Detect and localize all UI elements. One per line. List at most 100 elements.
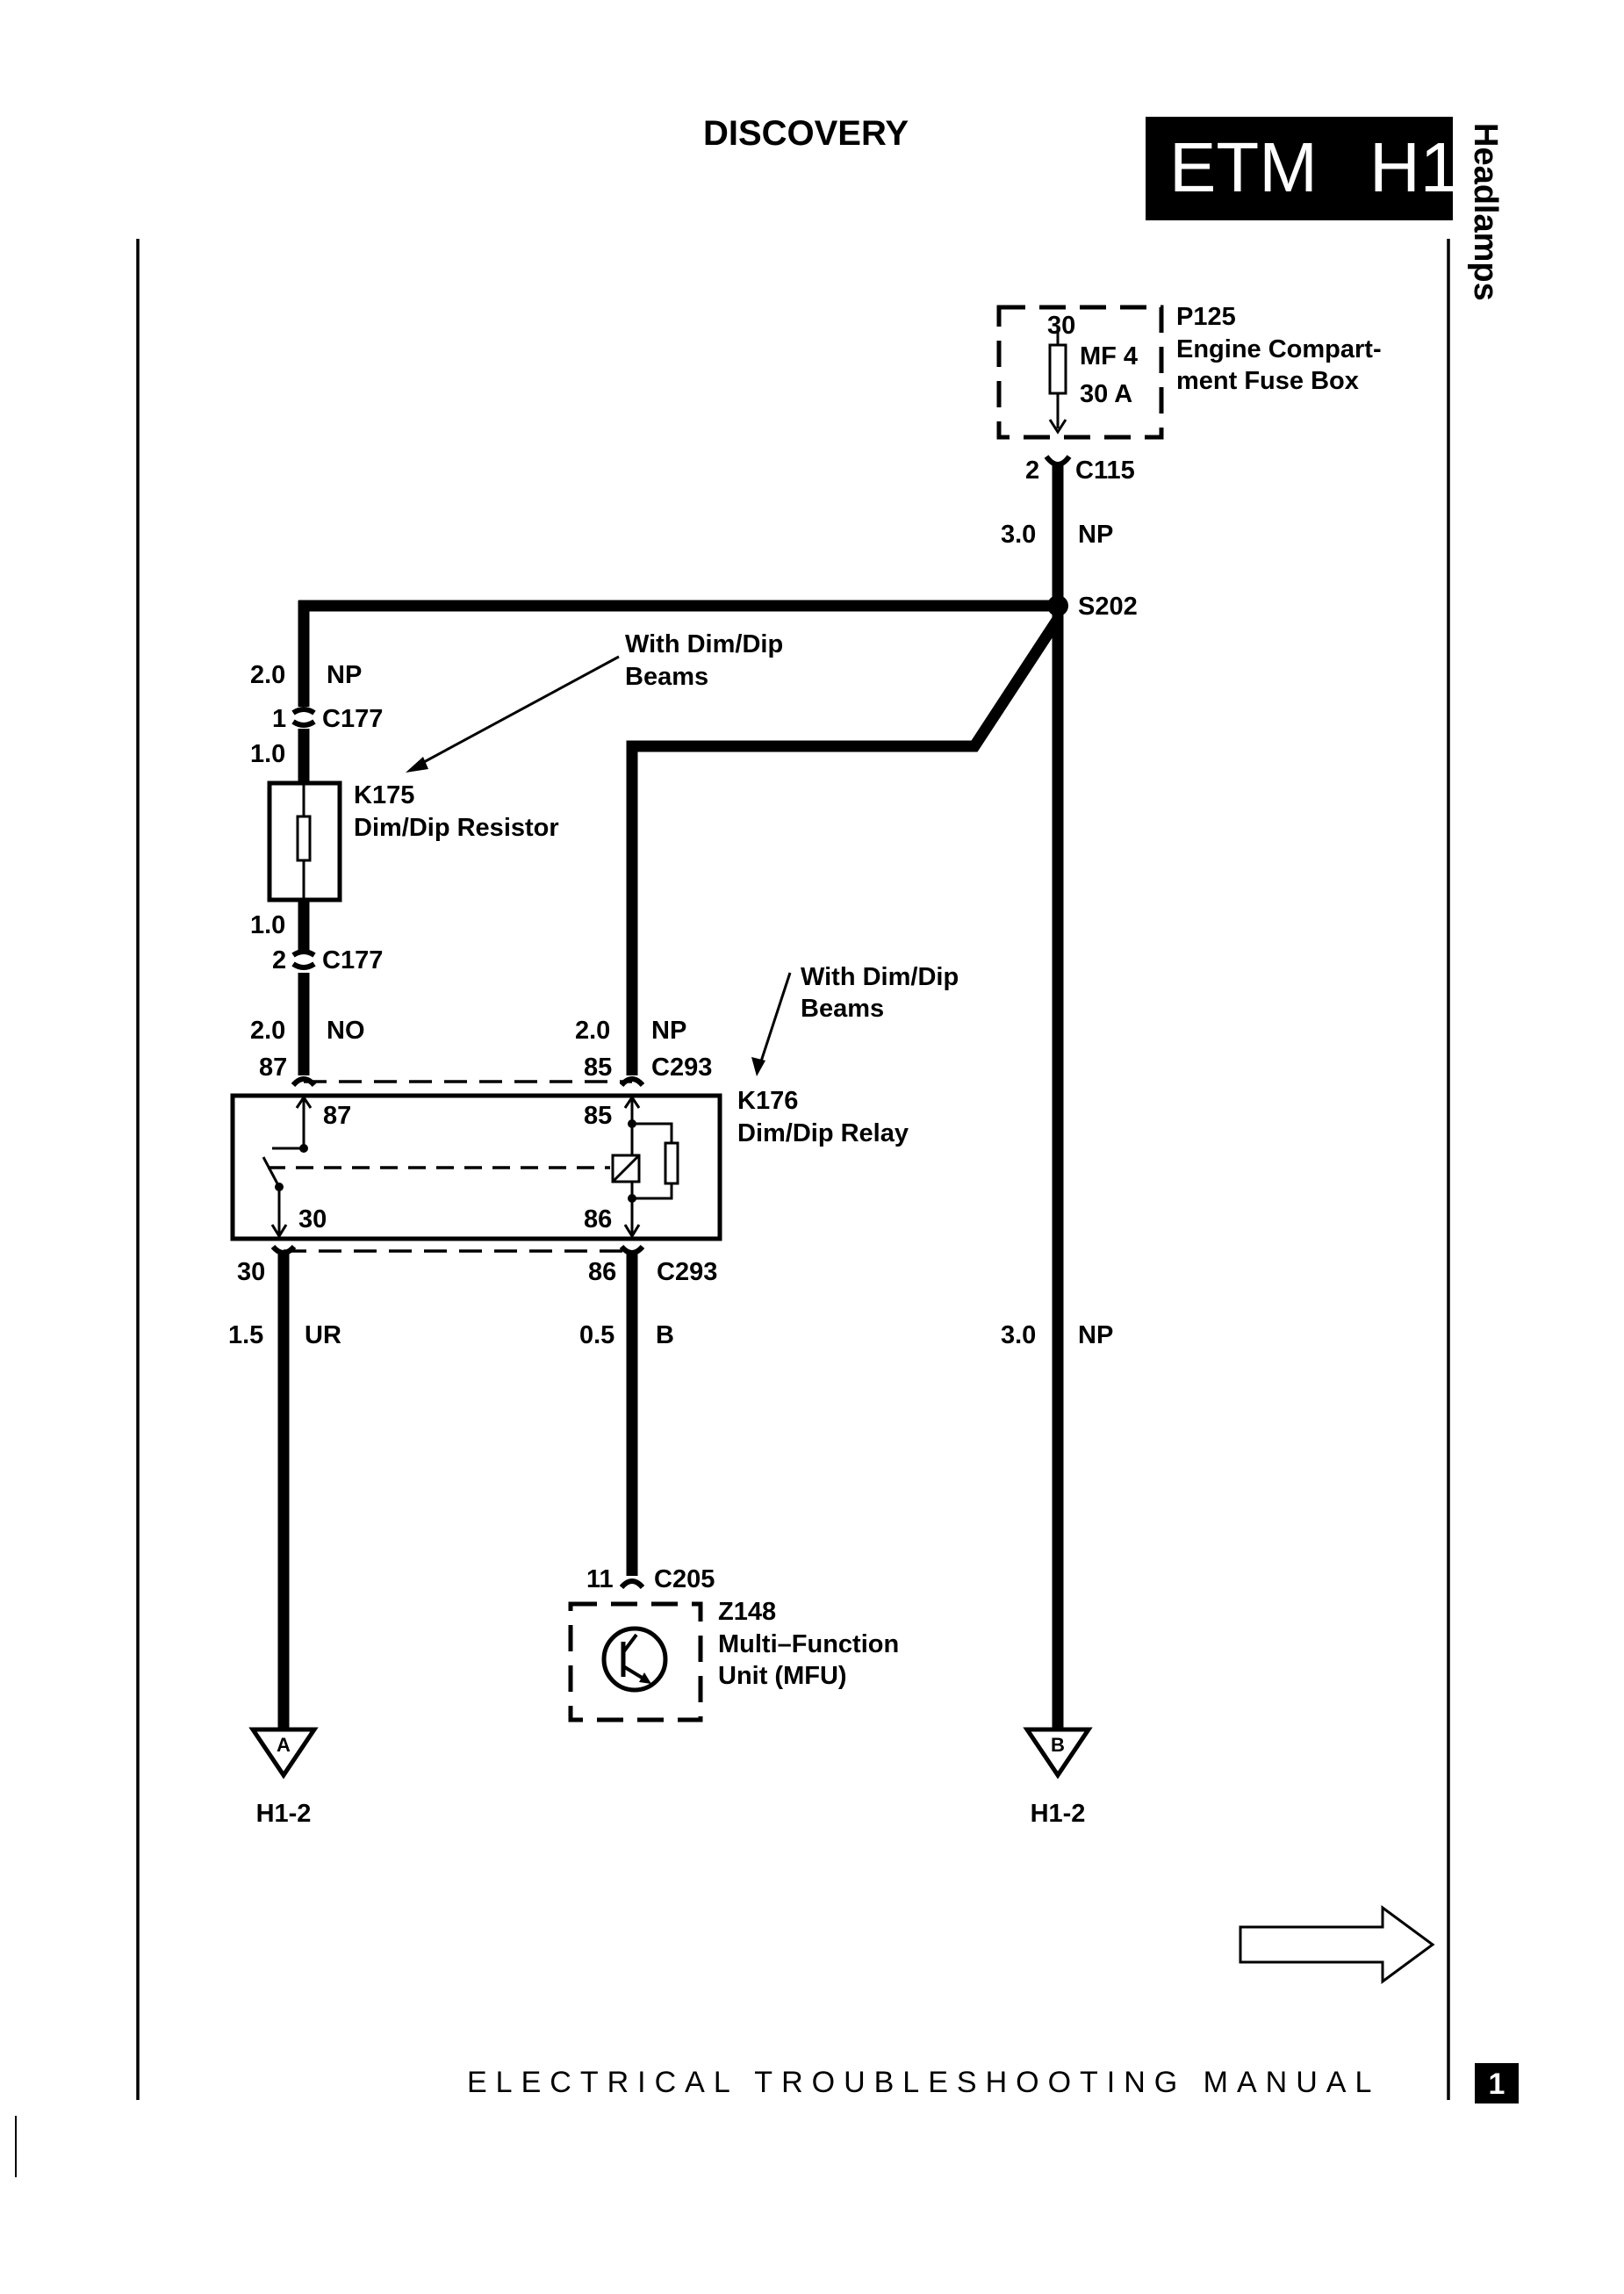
next-page-arrow-icon: [1239, 1905, 1435, 1984]
wire-splice-to-relay85-color: NP: [651, 1017, 686, 1045]
c293-top-id: C293: [651, 1054, 712, 1082]
mfu-box-outline: [568, 1601, 703, 1722]
section-id: H1: [1369, 128, 1459, 206]
page-number: 1: [1489, 2067, 1505, 2101]
offpage-a-letter: A: [277, 1734, 291, 1756]
wire-relay30-out-size: 1.5: [228, 1321, 263, 1349]
relay-coil-diagonal: [611, 1154, 641, 1183]
fuse-rating: 30 A: [1080, 380, 1132, 408]
annotation-dimdip-2-line1: With Dim/Dip: [801, 963, 959, 991]
wire-splice-to-c177-color: NP: [327, 661, 362, 689]
section-name-vertical: Headlamps: [1467, 123, 1504, 301]
relay-switch-arm: [262, 1156, 281, 1188]
relay-name: Dim/Dip Relay: [737, 1119, 909, 1147]
fuse-arrow: [1048, 419, 1067, 435]
wire-splice-to-b-color: NP: [1078, 1321, 1113, 1349]
fuse-box-id: P125: [1176, 303, 1236, 331]
wire-splice-to-relay85: [626, 615, 1063, 1075]
c293-bottom-pin86: 86: [588, 1258, 616, 1286]
c115-id: C115: [1075, 457, 1135, 485]
resistor-name: Dim/Dip Resistor: [354, 814, 559, 842]
relay-pin86-arrow: [623, 1224, 641, 1239]
annotation-dimdip-2-arrowhead: [751, 1057, 765, 1076]
fuse-box-name-line2: ment Fuse Box: [1176, 367, 1359, 395]
offpage-a-ref: H1-2: [256, 1800, 312, 1828]
c177-top-pin: 1: [272, 705, 286, 733]
footer-manual-title: ELECTRICAL TROUBLESHOOTING MANUAL: [467, 2066, 1380, 2099]
fuse-box-name-line1: Engine Compart-: [1176, 335, 1382, 363]
offpage-a-triangle: [248, 1727, 319, 1780]
annotation-dimdip-1-arrow: [412, 655, 620, 770]
c293-top-pin85-symbol: [619, 1076, 645, 1088]
fuse-box-outline: [996, 305, 1164, 440]
relay-pin85-label: 85: [584, 1102, 612, 1130]
wire-resistor-top-size: 1.0: [250, 740, 285, 768]
offpage-b-letter: B: [1051, 1734, 1065, 1756]
splice-s202-dot: [1047, 595, 1068, 616]
c177-top-connector-symbol: [291, 707, 316, 728]
annotation-dimdip-1-line2: Beams: [625, 663, 708, 691]
wire-resistor-to-relay-size: 2.0: [250, 1017, 285, 1045]
mfu-transistor-emitter-arrow: [639, 1672, 651, 1684]
wire-relay30-out-color: UR: [305, 1321, 341, 1349]
relay-pin30-label: 30: [298, 1205, 327, 1233]
relay-pin85-arrow: [623, 1095, 641, 1109]
splice-s202-id: S202: [1078, 593, 1138, 621]
offpage-b-triangle: [1023, 1727, 1093, 1780]
c177-bottom-id: C177: [322, 946, 383, 974]
section-code: ETM: [1169, 128, 1318, 206]
resistor-id: K175: [354, 781, 414, 809]
page-number-badge: [1475, 2063, 1519, 2103]
wire-resistor-to-relay-color: NO: [327, 1017, 365, 1045]
c115-pin: 2: [1025, 457, 1039, 485]
mfu-transistor-circle: [601, 1626, 668, 1693]
c293-bottom-pin86-symbol: [619, 1244, 645, 1255]
relay-pin30-arrow: [270, 1224, 288, 1239]
annotation-dimdip-1-line1: With Dim/Dip: [625, 630, 783, 658]
fuse-box-pin-top: 30: [1047, 312, 1075, 340]
relay-pin86-label: 86: [584, 1205, 612, 1233]
wire-relay86-to-mfu-color: B: [656, 1321, 674, 1349]
relay-coil-junction-bottom: [628, 1194, 636, 1203]
relay-contact-87: [299, 1144, 308, 1153]
annotation-dimdip-1-arrowhead: [406, 757, 428, 773]
mfu-id: Z148: [718, 1598, 776, 1626]
c293-bottom-id: C293: [657, 1258, 717, 1286]
wire-resistor-bottom-size: 1.0: [250, 911, 285, 939]
wire-relay86-to-mfu-size: 0.5: [579, 1321, 614, 1349]
relay-pin87-label: 87: [323, 1102, 351, 1130]
section-badge: [1146, 117, 1453, 220]
mfu-name-line1: Multi–Function: [718, 1630, 899, 1658]
c293-bottom-pin30-symbol: [270, 1244, 297, 1255]
wire-splice-to-b-size: 3.0: [1001, 1321, 1036, 1349]
relay-id: K176: [737, 1087, 798, 1115]
wire-splice-to-c177-size: 2.0: [250, 661, 285, 689]
resistor-element: [296, 815, 312, 862]
fuse-id: MF 4: [1080, 342, 1138, 370]
fuse-mf4-symbol: [1048, 343, 1067, 395]
c293-top-pin87: 87: [259, 1054, 287, 1082]
c177-bottom-connector-symbol: [291, 949, 316, 970]
mfu-transistor-collector: [622, 1633, 638, 1654]
c293-top-pin85: 85: [584, 1054, 612, 1082]
c205-pin: 11: [586, 1565, 614, 1593]
offpage-b-ref: H1-2: [1031, 1800, 1086, 1828]
c115-connector-symbol: [1044, 455, 1072, 467]
relay-pin87-arrow: [295, 1095, 313, 1109]
c205-connector-symbol: [619, 1578, 645, 1590]
c293-bottom-pin30: 30: [237, 1258, 265, 1286]
c205-id: C205: [654, 1565, 715, 1593]
annotation-dimdip-2-line2: Beams: [801, 995, 884, 1023]
wire-fuse-to-splice-color: NP: [1078, 521, 1113, 549]
annotation-dimdip-2-arrow: [758, 972, 792, 1068]
relay-suppressor-resistor: [664, 1141, 679, 1185]
c293-top-pin87-symbol: [291, 1076, 317, 1088]
c177-bottom-pin: 2: [272, 946, 286, 974]
page-title: DISCOVERY: [703, 114, 909, 153]
wire-splice-to-relay85-size: 2.0: [575, 1017, 610, 1045]
mfu-name-line2: Unit (MFU): [718, 1662, 847, 1690]
relay-coil-junction-top: [628, 1119, 636, 1128]
wire-fuse-to-splice-size: 3.0: [1001, 521, 1036, 549]
c177-top-id: C177: [322, 705, 383, 733]
